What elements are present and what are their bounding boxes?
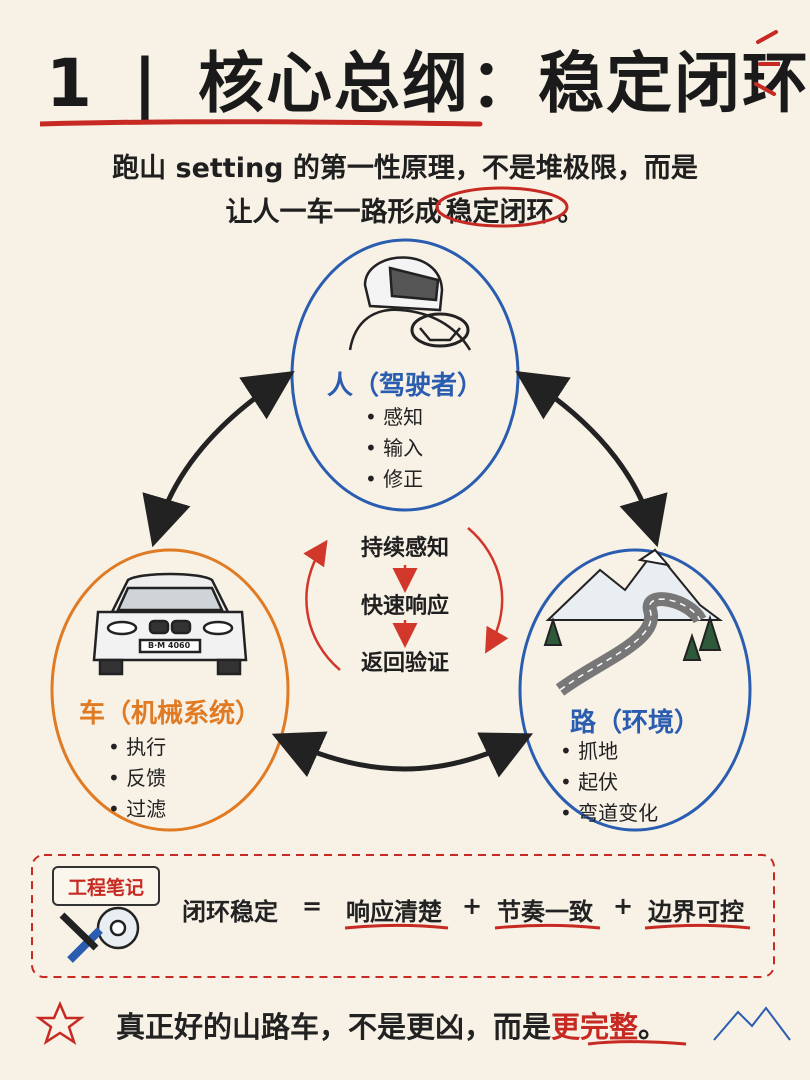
mountain-doodle-icon [713, 1006, 791, 1041]
car-node-items: • 执行 • 反馈 • 过滤 [108, 732, 166, 825]
loop-step-2: 快速响应 [360, 594, 449, 619]
title-block: 1 | 核心总纲：稳定闭环 [40, 28, 808, 138]
intro-line-2: 让人一车一路形成稳定闭环。 [0, 186, 810, 229]
human-item-3: • 修正 [365, 467, 424, 491]
human-node-items: • 感知 • 输入 • 修正 [365, 402, 423, 495]
closing-prefix: 真正好的山路车，不是更凶，而是 [116, 1010, 552, 1044]
car-item-3: • 过滤 [108, 797, 167, 821]
title-emphasis-marks [754, 30, 780, 96]
closing-suffix: 。 [638, 1010, 668, 1044]
circle-highlight-mark [435, 186, 568, 228]
title-text: 核心总纲：稳定闭环 [198, 45, 810, 122]
page-title: 1 | 核心总纲：稳定闭环 [46, 30, 810, 126]
road-item-2: • 起伏 [560, 770, 619, 794]
road-node-items: • 抓地 • 起伏 • 弯道变化 [560, 736, 658, 829]
human-item-2: • 输入 [365, 436, 424, 460]
title-underline [40, 119, 483, 127]
loop-step-3: 返回验证 [360, 651, 449, 676]
intro-line-1: 跑山 setting 的第一性原理，不是堆极限，而是 [112, 153, 698, 184]
formula-term-2: 节奏一致 [497, 898, 593, 926]
loop-step-1: 持续感知 [360, 536, 449, 561]
driver-helmet-icon [348, 256, 472, 351]
human-node-label: 人（驾驶者） [326, 371, 483, 401]
mountain-road-icon [543, 548, 723, 696]
star-icon [35, 1000, 85, 1045]
road-item-1: • 抓地 [560, 739, 619, 763]
intro-line-2-prefix: 让人一车一路形成 [225, 197, 442, 228]
formula-term-3: 边界可控 [648, 898, 744, 926]
formula-lhs: 闭环稳定 [182, 898, 278, 926]
tools-gear-icon [59, 906, 140, 963]
closing-line: 真正好的山路车，不是更凶，而是更完整。 [116, 1004, 667, 1046]
road-item-3: • 弯道变化 [560, 801, 659, 825]
arrow-human-road [515, 371, 668, 548]
car-node-label: 车（机械系统） [78, 699, 261, 729]
closing-highlight: 更完整 [551, 1010, 639, 1044]
title-number: 1 [46, 45, 94, 122]
car-node-circle [50, 548, 290, 832]
human-item-1: • 感知 [365, 405, 424, 429]
arrow-human-car [142, 371, 295, 548]
car-item-2: • 反馈 [108, 766, 167, 790]
title-decorations [40, 30, 780, 127]
title-separator: | [132, 45, 160, 122]
car-item-1: • 执行 [108, 735, 167, 759]
intro-circled-phrase: 稳定闭环 [435, 186, 568, 229]
arrow-car-road [271, 731, 534, 778]
note-tag: 工程笔记 [52, 866, 160, 906]
formula-plus-1: + [462, 892, 483, 920]
car-illustration-icon [92, 572, 248, 676]
road-node-label: 路（环境） [569, 708, 700, 738]
formula-equals: = [302, 892, 323, 920]
car-license-plate: B·M 4060 [148, 641, 191, 650]
formula-term-1: 响应清楚 [346, 898, 442, 926]
formula-plus-2: + [613, 892, 634, 920]
